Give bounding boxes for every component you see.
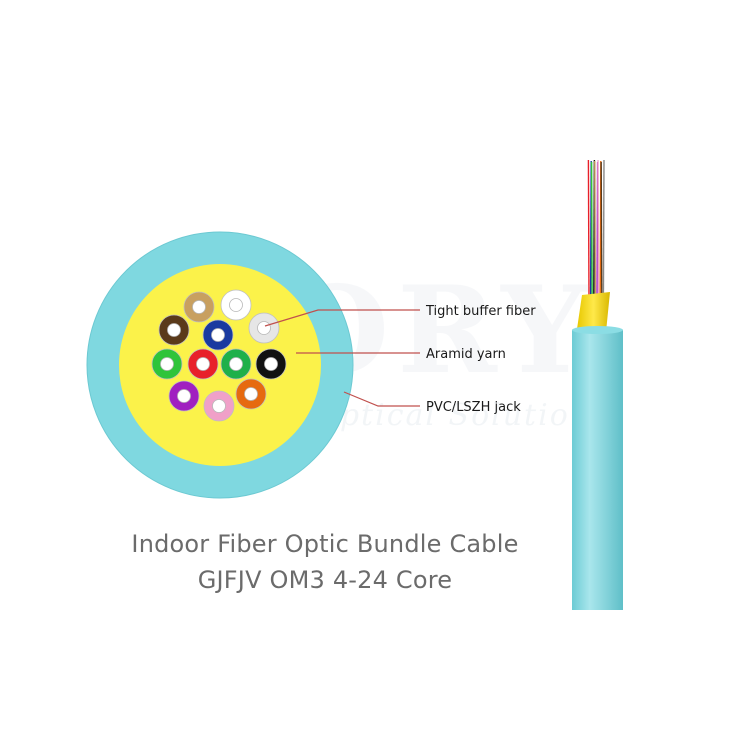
fiber-core (257, 321, 271, 335)
side-aramid-yarn (577, 292, 610, 334)
fiber-core (211, 328, 225, 342)
fiber-core (192, 300, 206, 314)
fiber-core (229, 357, 243, 371)
fiber-core (264, 357, 278, 371)
fiber-core (160, 357, 174, 371)
caption-subtitle: GJFJV OM3 4-24 Core (197, 566, 453, 594)
fiber-core (167, 323, 181, 337)
fiber-strand (602, 159, 605, 301)
cable-cross-section (86, 231, 354, 499)
fiber-core (196, 357, 210, 371)
fiber-core (212, 399, 226, 413)
exposed-fiber-strands (587, 159, 605, 301)
fiber-strand (600, 161, 603, 301)
leader-jacket (343, 391, 420, 407)
fiber-strand (590, 161, 593, 301)
fiber-strand (587, 159, 590, 301)
caption-title: Indoor Fiber Optic Bundle Cable (131, 530, 519, 558)
side-jacket (572, 330, 623, 610)
fiber-group (151, 289, 287, 422)
leader-tight-buffer (264, 309, 420, 327)
cable-side-view (572, 159, 623, 610)
fiber-strand (597, 159, 600, 301)
aramid-yarn-layer (119, 264, 321, 466)
leader-lines (264, 309, 420, 407)
label-tight-buffer-fiber: Tight buffer fiber (425, 304, 536, 319)
side-jacket-top (572, 326, 623, 334)
fiber-core (229, 298, 243, 312)
label-jacket: PVC/LSZH jack (426, 400, 521, 415)
fiber-core (177, 389, 191, 403)
fiber-strand (594, 160, 597, 301)
fiber-core (244, 387, 258, 401)
label-aramid-yarn: Aramid yarn (426, 347, 506, 362)
